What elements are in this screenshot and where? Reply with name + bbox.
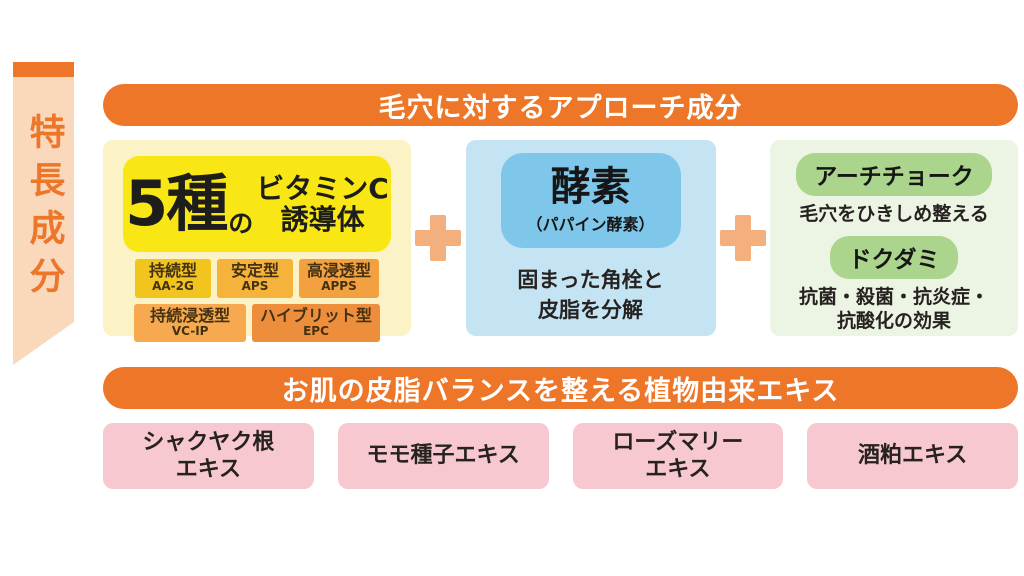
- tag-epc: ハイブリット型 EPC: [252, 303, 380, 343]
- pill-dokudami: ドクダミ: [830, 235, 958, 279]
- header-plant-extracts: お肌の皮脂バランスを整える植物由来エキス: [103, 367, 1018, 409]
- tag-label: 持続型: [148, 261, 197, 280]
- tag-code: APPS: [321, 279, 357, 294]
- tag-apps: 高浸透型 APPS: [298, 259, 379, 298]
- tag-aa2g: 持続型 AA-2G: [134, 259, 211, 298]
- extract-row: シャクヤク根 エキス モモ種子エキス ローズマリー エキス 酒粕エキス: [103, 423, 1018, 489]
- tag-label: 安定型: [230, 261, 279, 280]
- card-botanicals: アーチチョーク 毛穴をひきしめ整える ドクダミ 抗菌・殺菌・抗炎症・ 抗酸化の効…: [770, 140, 1018, 336]
- enzyme-title: 酵素: [550, 163, 631, 210]
- vitamin-c-tags: 持続型 AA-2G 安定型 APS 高浸透型 APPS: [123, 259, 391, 343]
- extract-peony-root: シャクヤク根 エキス: [103, 423, 314, 489]
- enzyme-headline: 酵素 （パパイン酵素）: [500, 153, 681, 248]
- pill-artichoke: アーチチョーク: [796, 153, 992, 196]
- vitamin-c-name-line2: 誘導体: [280, 203, 365, 236]
- artichoke-effect: 毛穴をひきしめ整える: [799, 203, 989, 225]
- extract-rosemary: ローズマリー エキス: [572, 423, 784, 489]
- tag-code: VC-IP: [171, 323, 209, 338]
- plus-icon: [415, 215, 462, 261]
- ingredient-cards-row: 5種 の ビタミンC 誘導体 持続型 AA-2G 安定型: [103, 140, 1018, 343]
- card-enzyme: 酵素 （パパイン酵素） 固まった角栓と 皮脂を分解: [465, 140, 716, 336]
- tag-label: ハイブリット型: [260, 305, 372, 325]
- ribbon-body: 特長成分: [13, 77, 74, 365]
- dokudami-effect: 抗菌・殺菌・抗炎症・ 抗酸化の効果: [798, 285, 989, 333]
- vitamin-c-count: 5種: [125, 167, 228, 241]
- plus-separator-1: [411, 140, 466, 336]
- extract-sake-lees: 酒粕エキス: [807, 423, 1018, 489]
- extract-peach-seed: モモ種子エキス: [337, 423, 549, 489]
- tag-label: 高浸透型: [306, 261, 371, 280]
- header-pore-approach: 毛穴に対するアプローチ成分: [103, 84, 1018, 126]
- feature-ribbon: 特長成分: [13, 62, 74, 365]
- enzyme-description: 固まった角栓と 皮脂を分解: [517, 268, 664, 323]
- plus-icon: [719, 215, 766, 261]
- enzyme-subtitle: （パパイン酵素）: [526, 214, 655, 234]
- vitamin-c-name-line1: ビタミンC: [256, 171, 389, 205]
- tag-code: AA-2G: [152, 279, 194, 294]
- tag-vcip: 持続浸透型 VC-IP: [134, 303, 247, 343]
- tag-row-2: 持続浸透型 VC-IP ハイブリット型 EPC: [123, 303, 391, 343]
- tag-label: 持続浸透型: [150, 305, 231, 325]
- plus-separator-2: [716, 140, 771, 336]
- ribbon-top-bar: [13, 62, 74, 77]
- main-content: 毛穴に対するアプローチ成分 5種 の ビタミンC 誘導体 持続型: [103, 84, 1018, 489]
- vitamin-c-particle: の: [228, 209, 254, 238]
- card-vitamin-c: 5種 の ビタミンC 誘導体 持続型 AA-2G 安定型: [103, 140, 411, 343]
- ribbon-label: 特長成分: [23, 113, 65, 305]
- vitamin-c-name: ビタミンC 誘導体: [256, 171, 389, 236]
- tag-row-1: 持続型 AA-2G 安定型 APS 高浸透型 APPS: [123, 259, 391, 298]
- tag-aps: 安定型 APS: [216, 259, 293, 298]
- vitamin-c-headline: 5種 の ビタミンC 誘導体: [123, 156, 391, 252]
- tag-code: APS: [241, 279, 269, 294]
- tag-code: EPC: [303, 323, 329, 338]
